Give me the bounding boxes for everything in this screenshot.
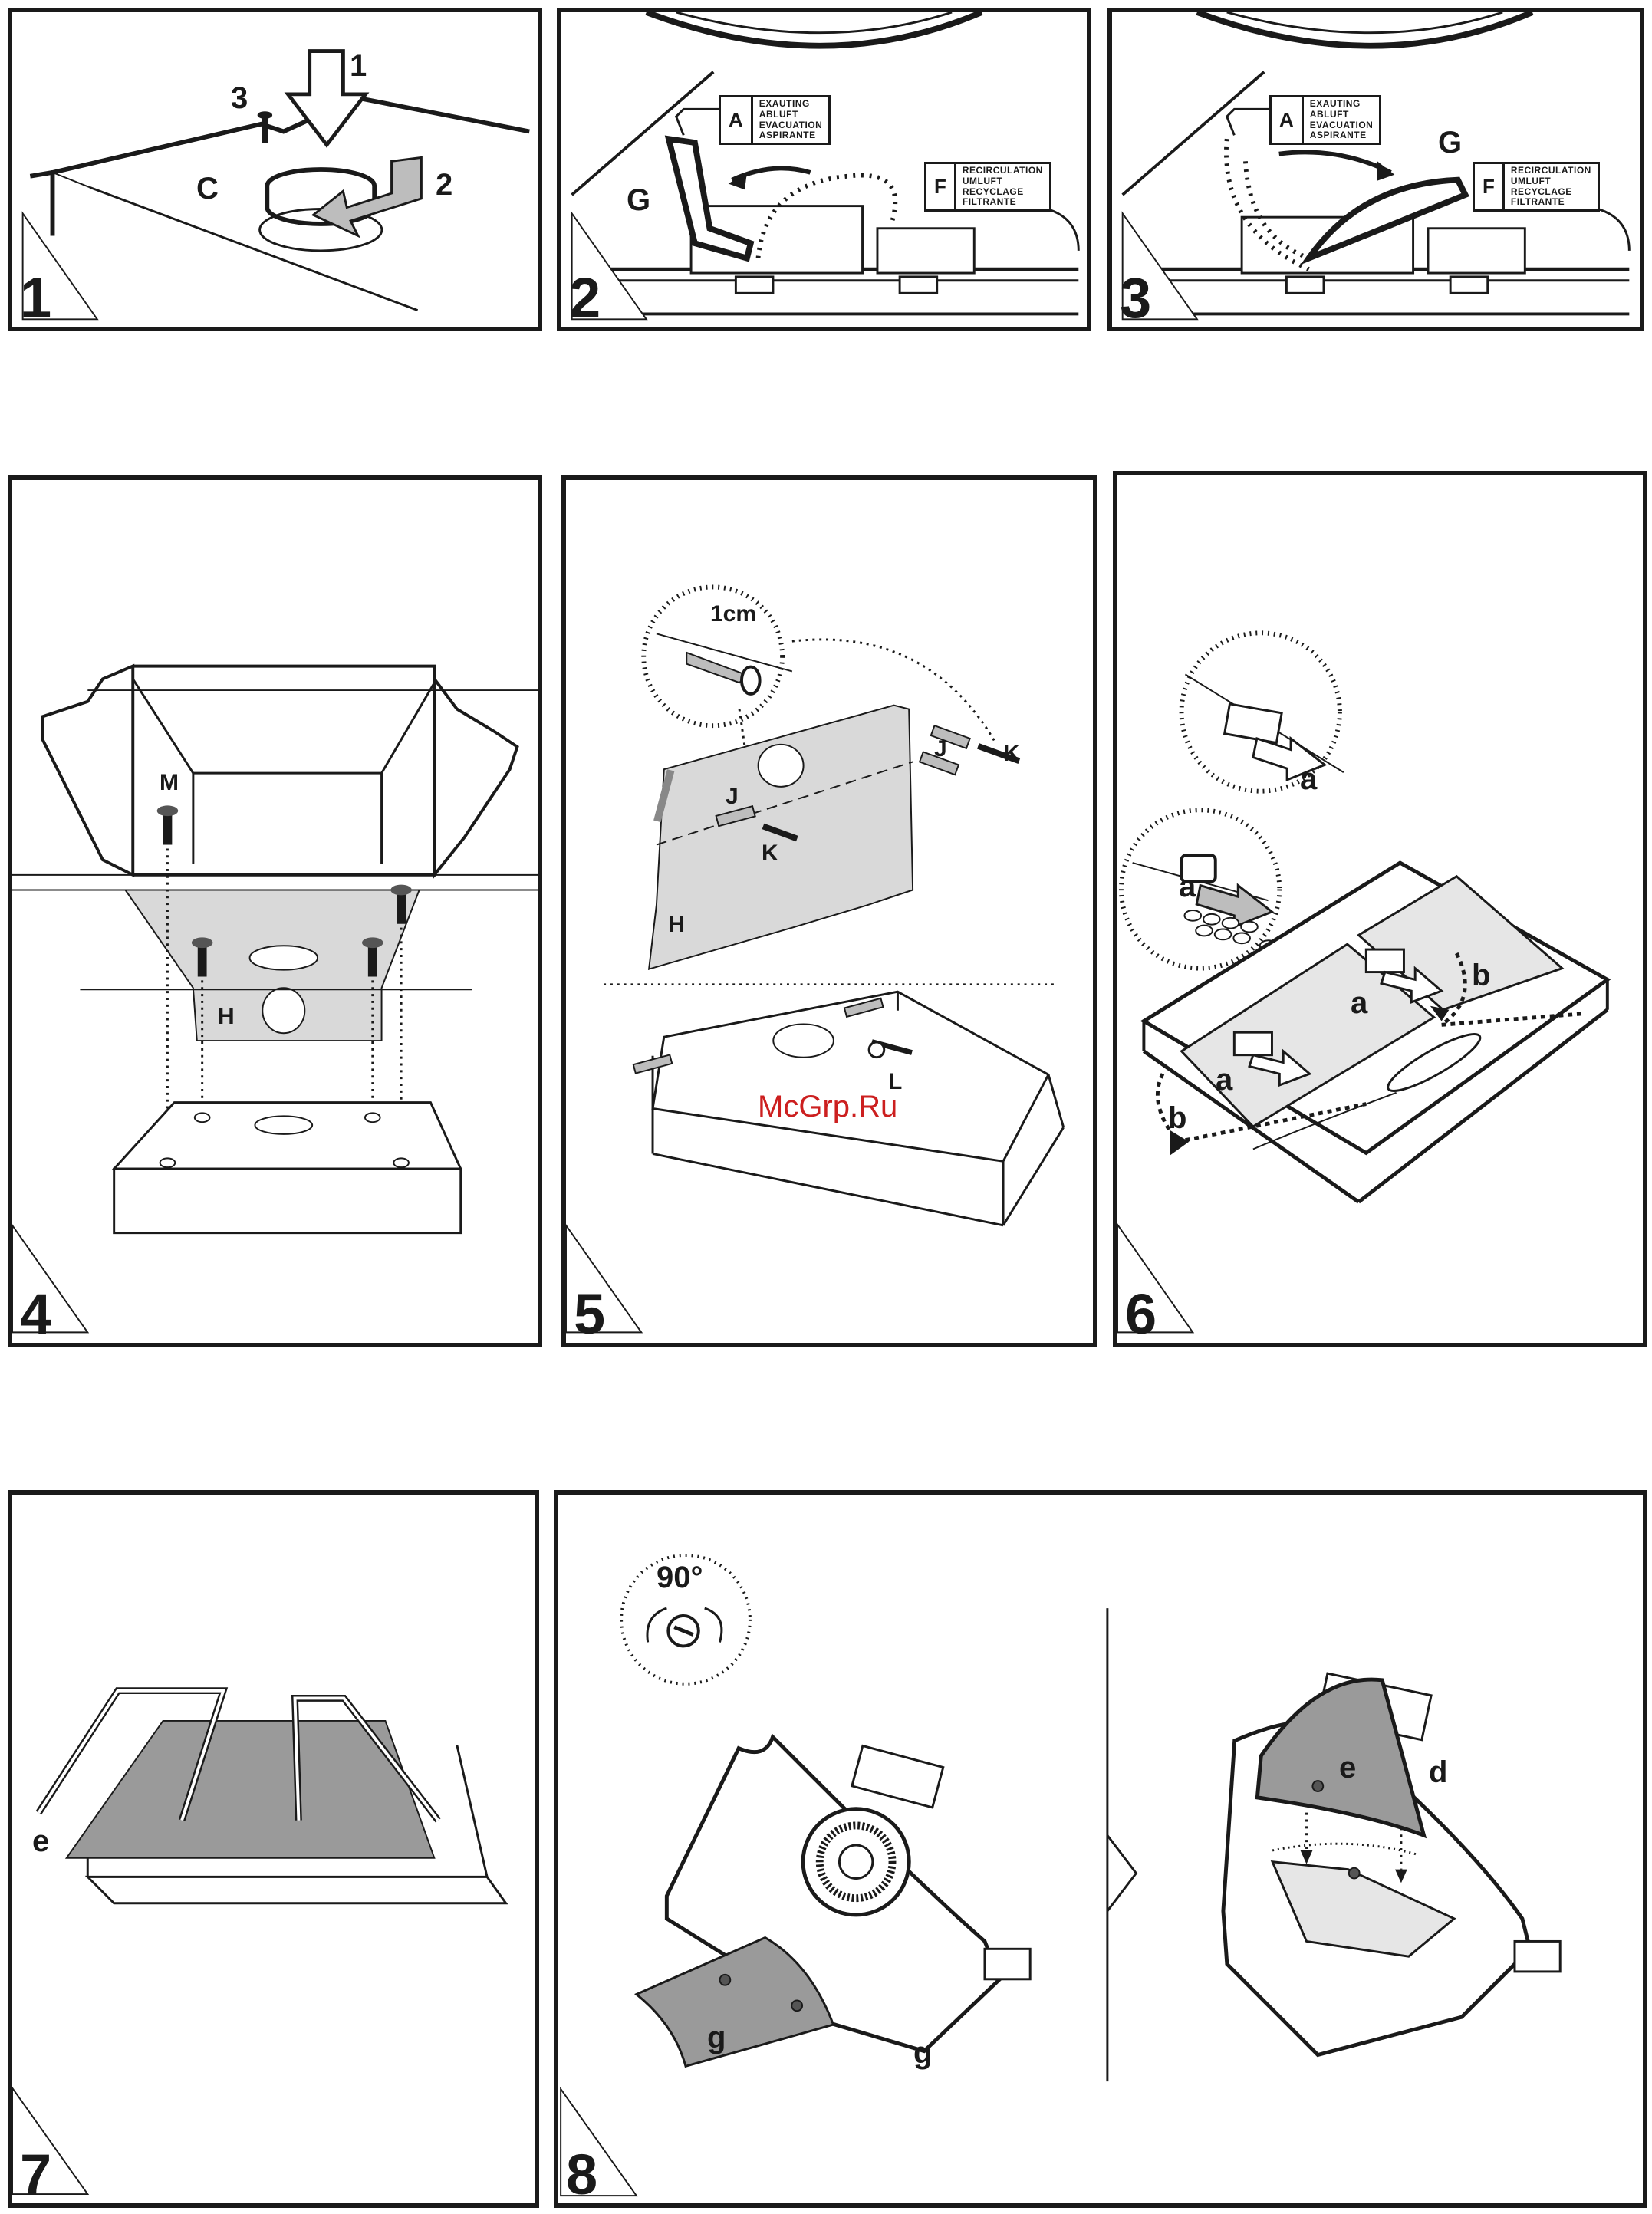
label-e: e <box>32 1826 49 1857</box>
hood-body <box>653 992 1048 1161</box>
step-number: 5 <box>574 1286 605 1343</box>
label-1: 1 <box>350 51 367 81</box>
step-number: 4 <box>20 1286 51 1343</box>
tag-recirculation-key: F <box>926 164 956 209</box>
tag-exhaust-key: A <box>721 97 753 143</box>
panel-5: 1cm J J K K H L McGrp.Ru 5 <box>561 475 1097 1347</box>
label-m: M <box>160 771 179 794</box>
step-number: 8 <box>566 2147 597 2203</box>
tag-line: FILTRANTE <box>1511 197 1591 208</box>
tag-line: EXAUTING <box>759 99 823 110</box>
watermark: McGrp.Ru <box>758 1090 897 1124</box>
label-e: e <box>1339 1752 1356 1783</box>
tag-line: UMLUFT <box>1511 176 1591 187</box>
panel-8: 90° g g e d 8 <box>554 1490 1647 2208</box>
panel-8-drawing <box>558 1495 1643 2203</box>
panel-7-drawing <box>12 1495 535 2203</box>
panel-5-drawing <box>566 480 1093 1343</box>
panel-1-drawing <box>12 12 538 327</box>
tag-line: ABLUFT <box>759 110 823 120</box>
label-a: a <box>1351 988 1367 1018</box>
label-j: J <box>934 738 947 761</box>
tag-line: ABLUFT <box>1310 110 1374 120</box>
label-k: K <box>762 842 778 865</box>
label-g: g <box>913 2038 932 2068</box>
tag-line: EVACUATION <box>759 120 823 131</box>
label-b: b <box>1168 1103 1186 1133</box>
step-number: 6 <box>1125 1286 1157 1343</box>
label-a: a <box>1179 871 1196 902</box>
label-h: H <box>668 913 685 936</box>
step-number: 2 <box>569 270 601 327</box>
label-g: G <box>1438 127 1462 158</box>
tag-line: RECYCLAGE <box>1511 187 1591 198</box>
tag-line: ASPIRANTE <box>1310 130 1374 141</box>
label-j: J <box>726 785 739 808</box>
capacitor-box <box>852 1745 943 1808</box>
tag-exhaust-key: A <box>1272 97 1304 143</box>
label-90-degrees: 90° <box>657 1562 703 1593</box>
tag-line: FILTRANTE <box>963 197 1043 208</box>
panel-1: 1 2 3 C 1 <box>8 8 542 331</box>
tag-line: ASPIRANTE <box>759 130 823 141</box>
tag-line: EVACUATION <box>1310 120 1374 131</box>
panel-4-drawing <box>12 480 538 1343</box>
label-b: b <box>1472 960 1490 991</box>
label-d: d <box>1429 1757 1447 1788</box>
tag-recirculation-key: F <box>1475 164 1505 209</box>
step-number: 1 <box>20 270 51 327</box>
label-1cm: 1cm <box>710 603 756 626</box>
panel-6-drawing <box>1117 475 1643 1343</box>
panel-7: e 7 <box>8 1490 539 2208</box>
label-c: C <box>196 173 219 204</box>
flap-g <box>669 139 751 258</box>
tag-line: RECYCLAGE <box>963 187 1043 198</box>
tag-line: UMLUFT <box>963 176 1043 187</box>
label-g: G <box>627 185 650 215</box>
tag-line: EXAUTING <box>1310 99 1374 110</box>
label-3: 3 <box>231 83 248 113</box>
label-g: g <box>707 2022 726 2053</box>
panel-4: M H 4 <box>8 475 542 1347</box>
label-h: H <box>218 1005 235 1028</box>
step-number: 3 <box>1120 270 1151 327</box>
tag-line: RECIRCULATION <box>963 166 1043 176</box>
label-a: a <box>1216 1064 1232 1095</box>
label-a: a <box>1300 764 1317 794</box>
tag-line: RECIRCULATION <box>1511 166 1591 176</box>
screw-icon <box>157 805 179 844</box>
label-k: K <box>1003 742 1020 765</box>
label-2: 2 <box>436 169 452 200</box>
panel-6: a a a a b b 6 <box>1113 471 1647 1347</box>
step-number: 7 <box>20 2147 51 2203</box>
